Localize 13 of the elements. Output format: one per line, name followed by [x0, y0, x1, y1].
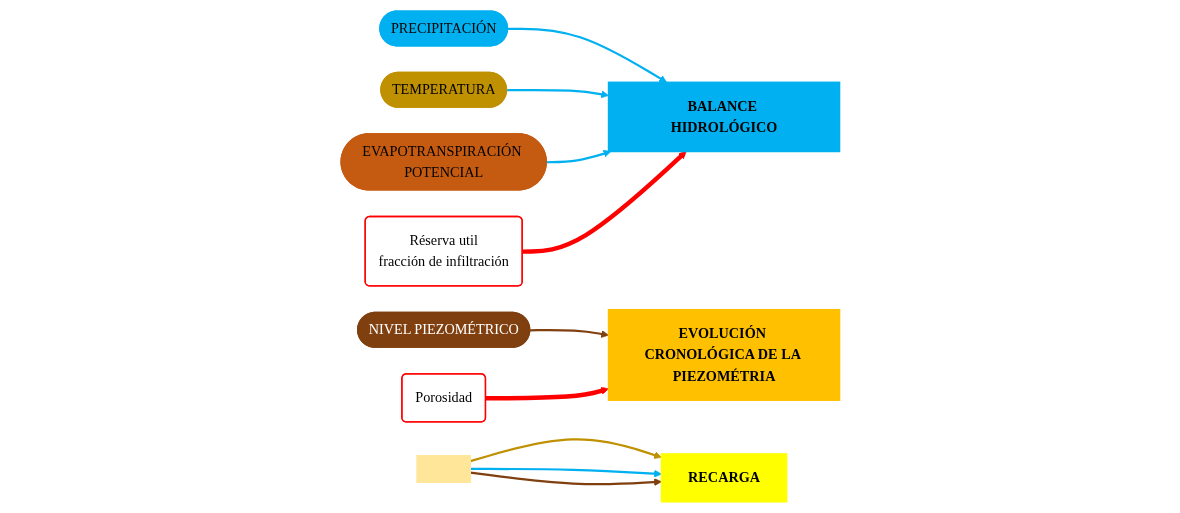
- arrow: [469, 471, 662, 486]
- node-box: RECARGA: [660, 453, 787, 503]
- arrow: [522, 151, 687, 254]
- arrow: [470, 467, 662, 478]
- arrow: [485, 387, 609, 401]
- node-box: [415, 454, 471, 483]
- node-box: EVOLUCIÓN CRONOLÓGICA DE LA PIEZOMÉTRIA: [607, 308, 840, 401]
- arrow: [469, 438, 662, 463]
- node-box: BALANCE HIDROLÓGICO: [607, 81, 840, 153]
- arrow: [506, 89, 609, 99]
- arrow: [507, 27, 667, 83]
- arrow: [529, 329, 609, 338]
- arrow: [546, 149, 611, 164]
